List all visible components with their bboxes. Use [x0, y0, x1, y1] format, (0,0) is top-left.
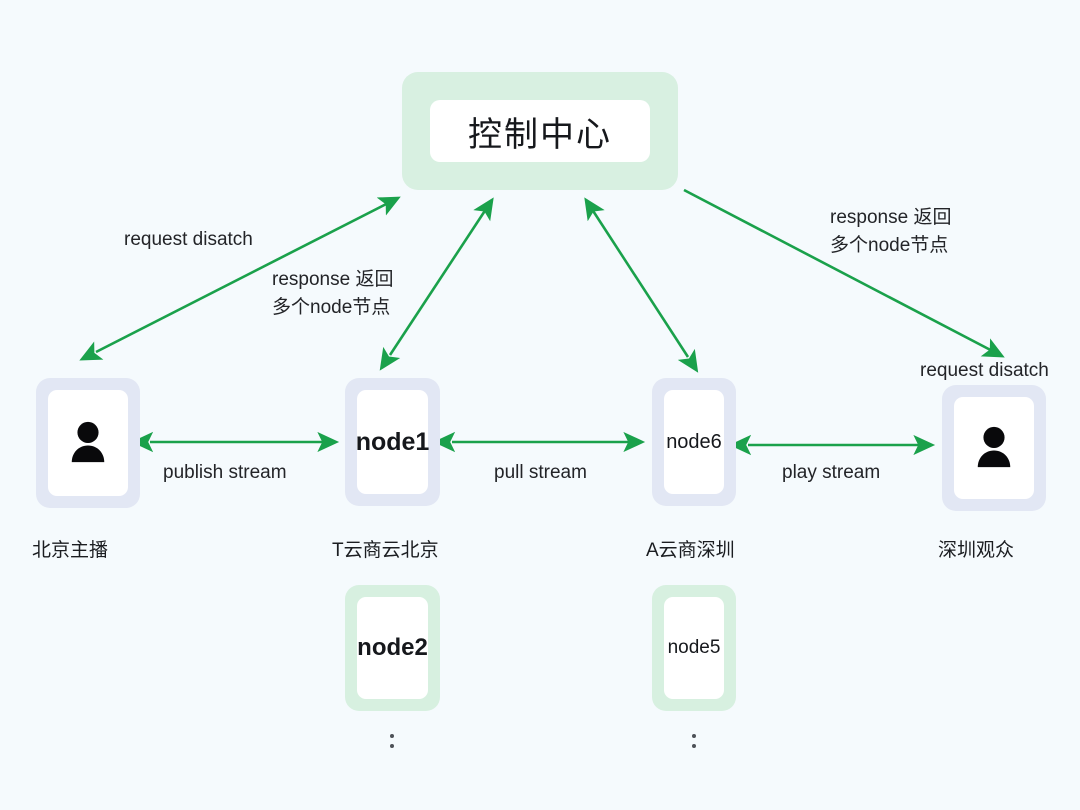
edge-label-response-right: response 返回 多个node节点	[830, 204, 951, 259]
edge-label-request-disatch-right: request disatch	[920, 360, 1049, 381]
node5-label: node5	[664, 597, 724, 699]
response-right-line2: 多个node节点	[830, 234, 949, 256]
caption-viewer-shenzhen: 深圳观众	[938, 540, 1015, 561]
node1-label: node1	[356, 390, 429, 494]
control-center-node[interactable]: 控制中心	[402, 72, 678, 190]
ellipsis-dot	[390, 734, 394, 738]
node-host-beijing[interactable]	[36, 378, 140, 508]
response-left-line2: 多个node节点	[272, 296, 391, 318]
edge-label-play-stream: play stream	[782, 462, 881, 483]
arrow-request-disatch-right	[584, 197, 699, 373]
node-node1[interactable]: node1	[345, 378, 440, 506]
caption-node1: T云商云北京	[332, 540, 439, 561]
node-viewer-shenzhen[interactable]	[942, 385, 1046, 511]
response-left-line1: response 返回	[272, 269, 394, 290]
arrow-response-left	[379, 197, 494, 371]
host-inner	[48, 390, 128, 496]
control-center-label: 控制中心	[430, 100, 650, 162]
node2-label: node2	[357, 597, 428, 699]
viewer-inner	[954, 397, 1034, 499]
edge-label-publish-stream: publish stream	[163, 462, 287, 483]
person-icon	[977, 426, 1011, 468]
ellipsis-dot	[390, 744, 394, 748]
ellipsis-dot	[692, 734, 696, 738]
caption-node6: A云商深圳	[646, 540, 735, 561]
ellipsis-dot	[692, 744, 696, 748]
response-right-line1: response 返回	[830, 207, 952, 228]
node-node6[interactable]: node6	[652, 378, 736, 506]
ellipsis-right	[692, 734, 696, 748]
edge-label-response-left: response 返回 多个node节点	[272, 266, 393, 321]
person-icon	[71, 421, 105, 463]
node-node5[interactable]: node5	[652, 585, 736, 711]
edge-label-pull-stream: pull stream	[494, 462, 587, 483]
ellipsis-left	[390, 734, 394, 748]
edge-label-request-disatch-left: request disatch	[124, 229, 253, 250]
node-node2[interactable]: node2	[345, 585, 440, 711]
node6-label: node6	[664, 390, 724, 494]
caption-host-beijing: 北京主播	[32, 540, 109, 561]
